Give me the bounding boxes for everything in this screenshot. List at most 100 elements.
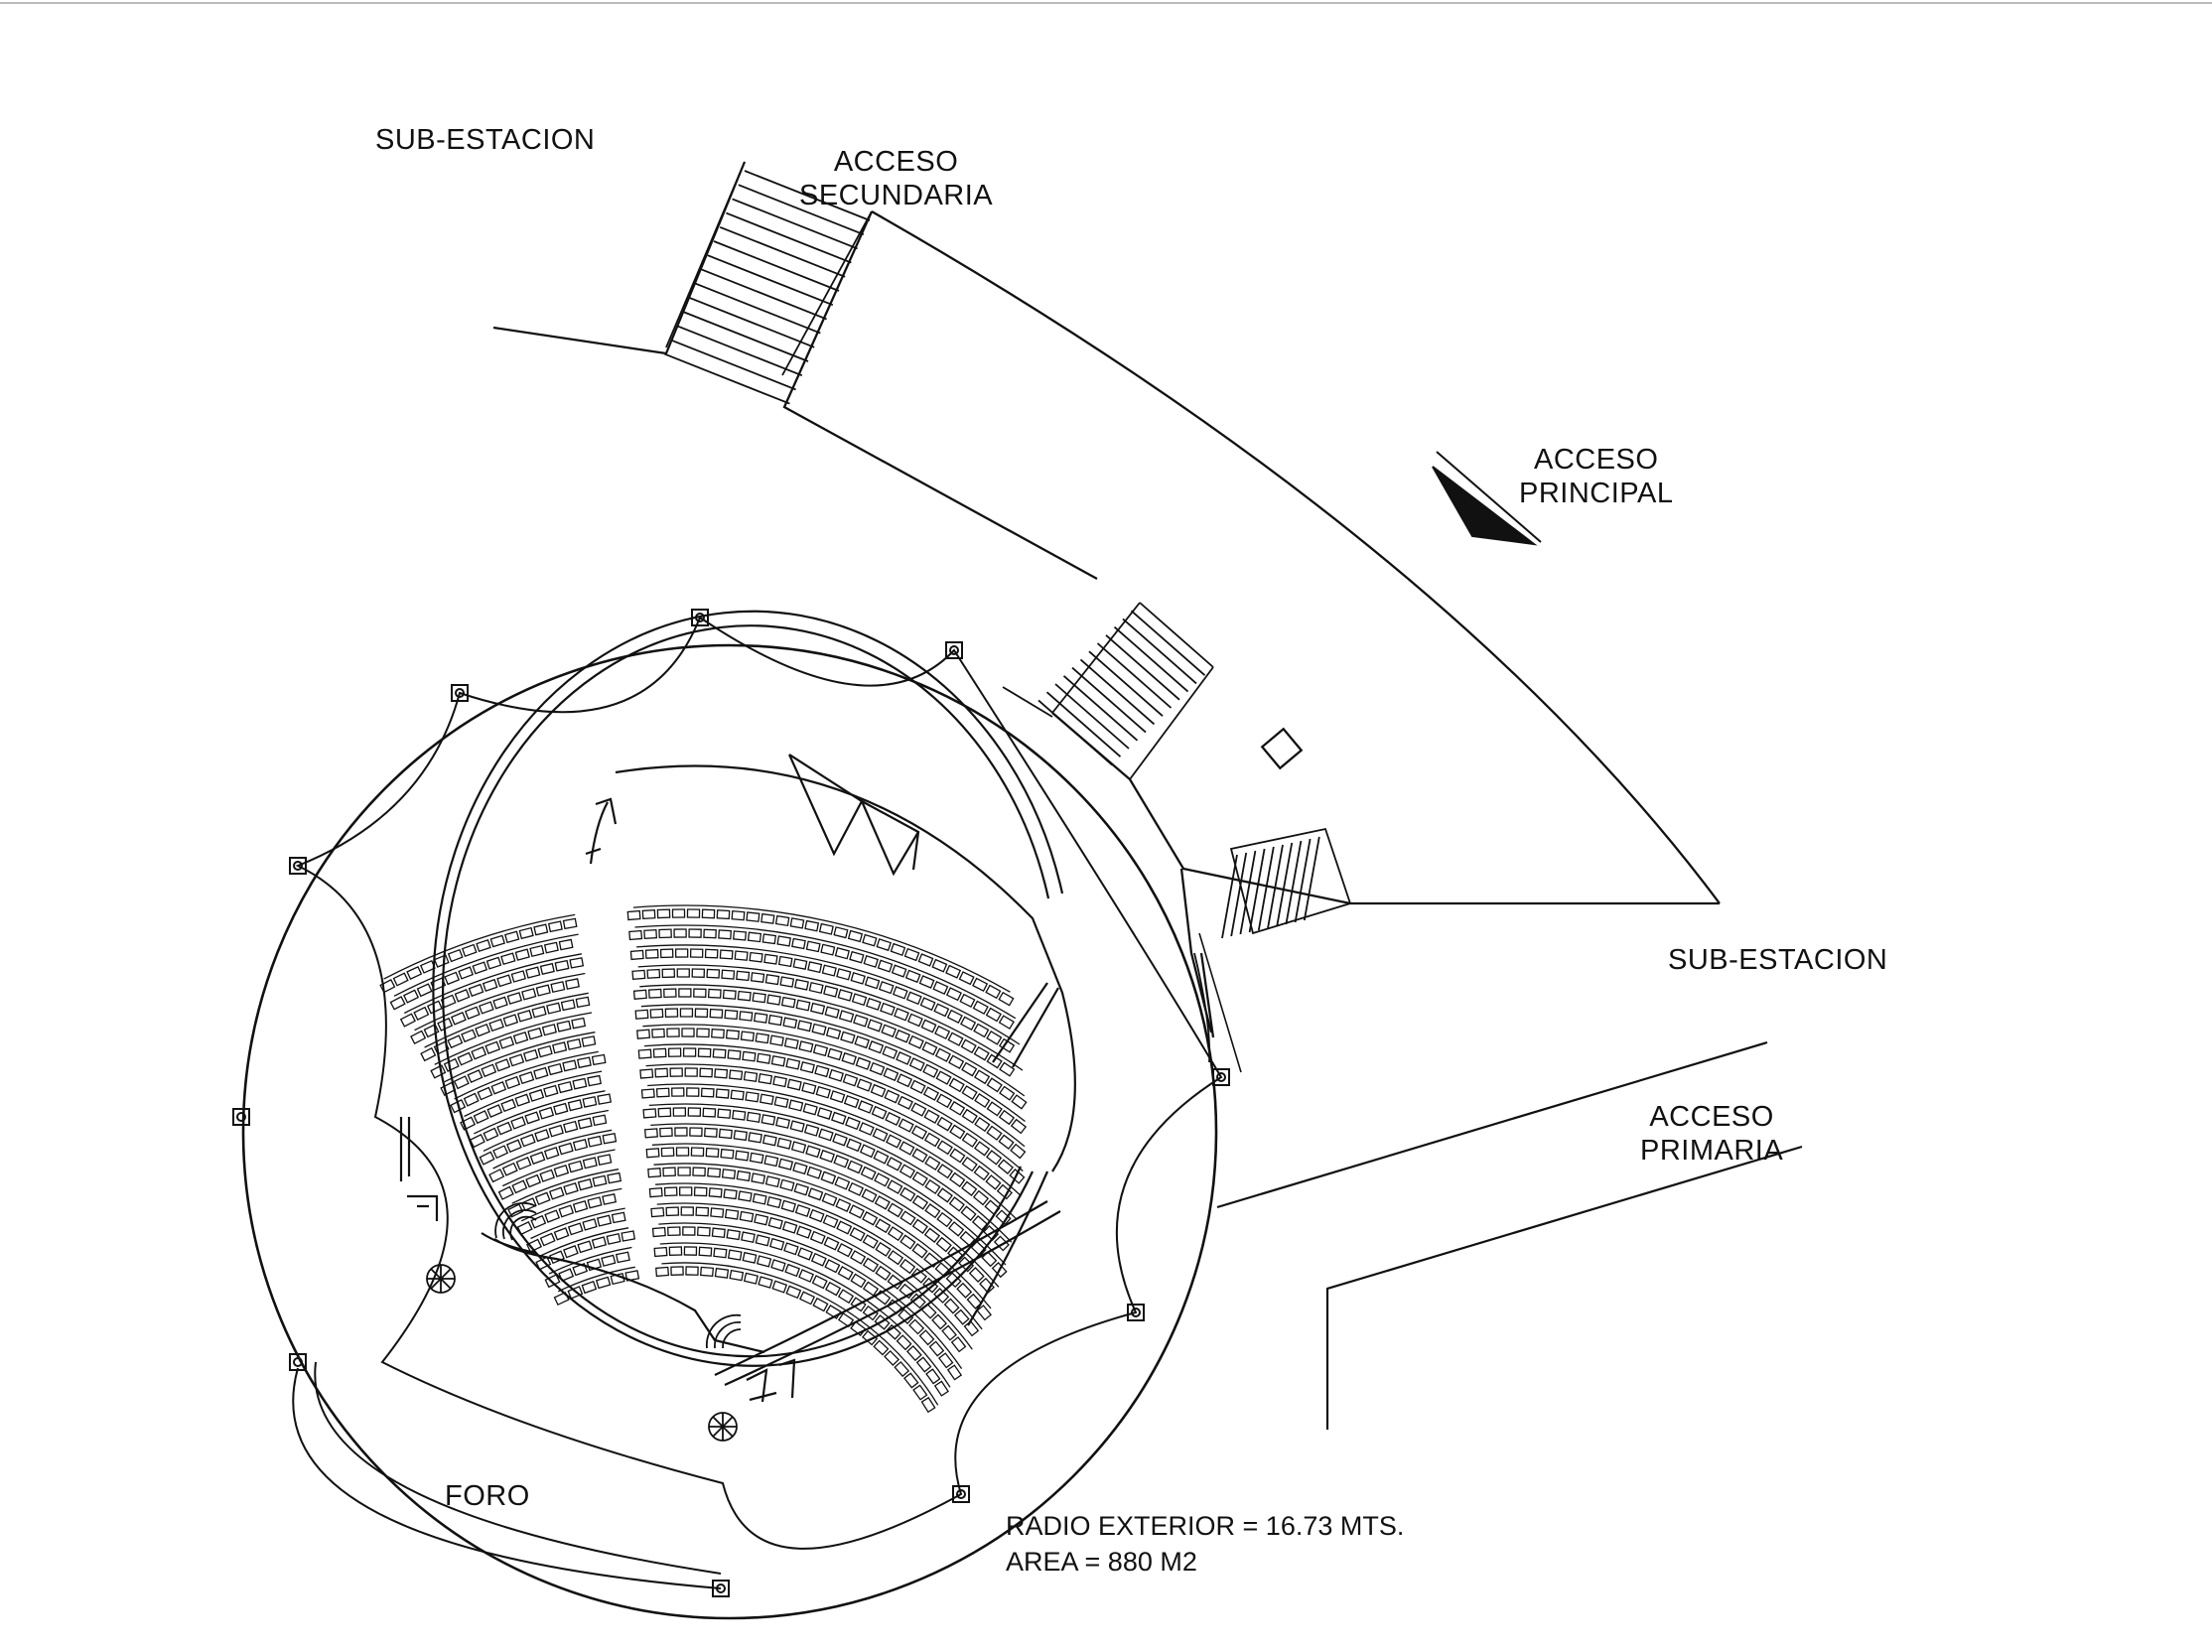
seat	[709, 1008, 724, 1019]
seat	[894, 1007, 909, 1022]
seat	[546, 1002, 562, 1015]
seat	[543, 941, 559, 954]
stair-tread	[744, 170, 871, 221]
seat	[986, 1125, 1003, 1141]
seat	[899, 1164, 916, 1179]
seat	[587, 1196, 603, 1209]
seat	[686, 1087, 700, 1097]
seat	[657, 1107, 672, 1118]
seat	[869, 1061, 886, 1076]
seat	[905, 1345, 922, 1362]
seat	[972, 1000, 989, 1016]
seat	[420, 1046, 437, 1062]
seat	[976, 1305, 992, 1321]
seat	[836, 968, 852, 981]
seat	[636, 1029, 651, 1039]
seat	[862, 1305, 879, 1321]
seat	[880, 1002, 896, 1017]
seat	[805, 940, 821, 953]
seat	[433, 954, 450, 968]
seat	[473, 1110, 489, 1125]
seat	[646, 968, 661, 979]
seat	[453, 1075, 470, 1090]
seat	[477, 1086, 493, 1101]
seat	[582, 1218, 598, 1231]
seat	[827, 1047, 843, 1061]
seat-row-line	[414, 972, 586, 1032]
seat	[628, 929, 643, 941]
seat	[851, 993, 868, 1007]
stair-tread	[1303, 836, 1320, 921]
seat	[575, 996, 591, 1009]
seat	[700, 1087, 715, 1098]
seat	[560, 999, 576, 1012]
seat	[719, 949, 734, 960]
seat	[648, 1187, 663, 1198]
seat	[673, 928, 687, 938]
seat	[558, 1142, 574, 1156]
seat	[734, 950, 749, 961]
stair-tread	[1071, 666, 1147, 734]
seat	[885, 1111, 901, 1126]
seat	[711, 1227, 726, 1239]
seat	[836, 1220, 853, 1235]
seat	[895, 1029, 911, 1043]
seat	[514, 1093, 531, 1107]
seat	[665, 1206, 680, 1217]
seat	[806, 1166, 823, 1179]
seat	[887, 1274, 903, 1290]
seat	[924, 1156, 941, 1171]
seat	[936, 1187, 953, 1203]
seat	[664, 1008, 679, 1018]
seat	[694, 1008, 709, 1019]
seat	[825, 1027, 842, 1040]
seat	[732, 1109, 747, 1121]
stair-tread	[1037, 699, 1113, 766]
seat	[437, 1017, 454, 1032]
seat	[607, 1171, 622, 1184]
seat	[819, 1149, 835, 1164]
seat	[504, 930, 520, 944]
seat-row-line	[636, 944, 1021, 1045]
seat	[461, 1029, 478, 1043]
seat	[581, 1280, 598, 1295]
seat	[973, 1141, 991, 1157]
seat-row-line	[661, 1262, 939, 1406]
seat	[868, 1040, 885, 1054]
seat	[862, 933, 878, 947]
seat	[943, 1298, 960, 1314]
seat	[937, 1352, 954, 1369]
seat	[711, 1028, 725, 1039]
seat	[998, 1109, 1016, 1126]
seat	[601, 1254, 617, 1267]
seat	[510, 1116, 526, 1130]
stair-tread	[676, 325, 803, 377]
seat	[739, 1011, 754, 1022]
seat	[667, 1226, 681, 1237]
seat	[702, 1107, 717, 1118]
seat	[543, 1084, 559, 1098]
seat	[591, 1053, 607, 1066]
seat	[862, 1234, 879, 1249]
seat	[472, 961, 488, 975]
seat	[795, 999, 811, 1012]
seat	[512, 1032, 529, 1044]
seat	[887, 1250, 904, 1266]
seat	[850, 1320, 867, 1336]
seat	[836, 1243, 854, 1258]
seat	[936, 1093, 953, 1109]
seat	[777, 955, 793, 968]
seat	[986, 1031, 1003, 1045]
seat	[567, 1099, 583, 1112]
seat	[610, 1272, 625, 1286]
seat	[995, 1209, 1012, 1226]
seat	[687, 1107, 702, 1117]
seat	[423, 1024, 440, 1038]
seat	[742, 1050, 757, 1062]
seat	[783, 1037, 799, 1049]
seat	[886, 1299, 903, 1315]
seat	[985, 1174, 1002, 1190]
seat	[910, 1102, 927, 1117]
seat	[485, 956, 502, 970]
seat	[777, 1158, 794, 1170]
